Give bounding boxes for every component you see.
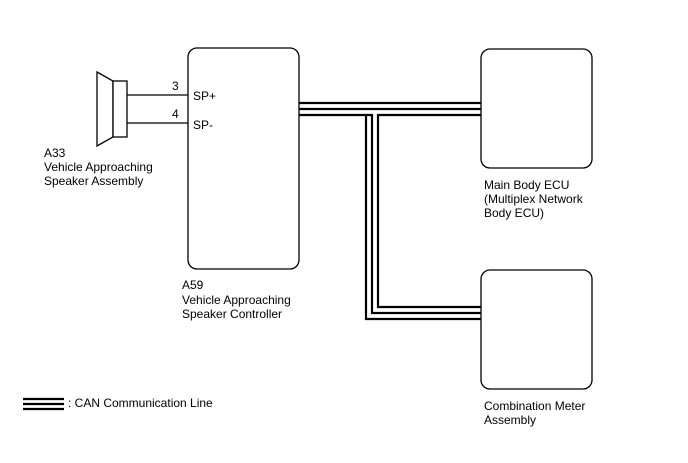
speaker-name-line1: Vehicle Approaching	[44, 160, 153, 174]
controller-id-label: A59	[182, 278, 204, 292]
main-body-ecu-line1: Main Body ECU	[484, 178, 570, 192]
controller-name-line1: Vehicle Approaching	[182, 293, 291, 307]
main-body-ecu-box	[480, 48, 593, 169]
speaker-name-line2: Speaker Assembly	[44, 174, 144, 188]
can-bus	[299, 101, 481, 321]
main-body-ecu-line2: (Multiplex Network	[484, 192, 583, 206]
speaker-icon	[96, 70, 128, 148]
pin-name-sp-minus: SP-	[193, 118, 214, 132]
pin-name-sp-plus: SP+	[193, 89, 217, 103]
legend-label: : CAN Communication Line	[68, 396, 213, 410]
combination-meter-line2: Assembly	[484, 413, 537, 427]
pin-number-sp-plus: 3	[172, 79, 179, 93]
main-body-ecu-line3: Body ECU)	[484, 206, 545, 220]
combination-meter-line1: Combination Meter	[484, 399, 586, 413]
pin-number-sp-minus: 4	[172, 107, 179, 121]
speaker-id-label: A33	[44, 146, 66, 160]
controller-name-line2: Speaker Controller	[182, 307, 283, 321]
combination-meter-box	[480, 269, 593, 390]
speaker-controller-box	[187, 47, 300, 270]
legend-can-line	[23, 397, 64, 411]
